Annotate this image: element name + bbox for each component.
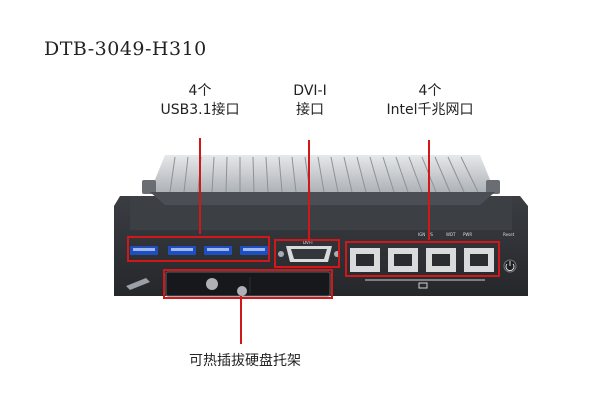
tray-callout: 可热插拔硬盘托架 <box>165 352 325 371</box>
dvi-port <box>278 246 340 262</box>
usb-callout-title: USB3.1接口 <box>160 102 240 118</box>
heatsink <box>150 155 495 193</box>
reset-label: Reset <box>503 232 515 237</box>
model-name: DTB-3049-H310 <box>44 38 207 60</box>
dvi-callout-sub: 接口 <box>296 102 324 118</box>
tray-callout-line <box>240 296 242 344</box>
dvi-callout-line <box>308 140 310 240</box>
usb-callout-line <box>199 138 201 234</box>
power-button[interactable] <box>503 259 517 273</box>
ign-label: IGN <box>418 232 425 237</box>
lan-highlight-box <box>345 241 500 277</box>
dvi-port-label: DVI-I <box>303 240 313 245</box>
ps-label: PS <box>428 232 433 237</box>
lan-callout-count: 4个 <box>418 83 442 99</box>
lan-ports <box>350 248 494 272</box>
network-icon <box>365 279 485 289</box>
dvi-callout-title: DVI-I <box>293 83 327 99</box>
brand-logo <box>126 278 150 290</box>
hdd-tray[interactable] <box>165 271 331 297</box>
usb-highlight-box <box>127 236 270 262</box>
pwr-label: PWR <box>463 232 472 237</box>
tray-highlight-box <box>163 269 333 299</box>
lan-callout-title: Intel千兆网口 <box>386 102 474 118</box>
lan-callout: 4个 Intel千兆网口 <box>370 82 490 120</box>
usb-callout: 4个 USB3.1接口 <box>150 82 250 120</box>
usb-ports <box>130 246 268 255</box>
usb-callout-count: 4个 <box>188 83 212 99</box>
dvi-callout: DVI-I 接口 <box>270 82 350 120</box>
dvi-highlight-box <box>274 239 340 268</box>
left-mount-screw <box>142 180 156 194</box>
right-mount-screw <box>486 180 500 194</box>
tray-callout-title: 可热插拔硬盘托架 <box>189 353 301 369</box>
wdt-label: WDT <box>446 232 456 237</box>
lan-callout-line <box>428 140 430 240</box>
